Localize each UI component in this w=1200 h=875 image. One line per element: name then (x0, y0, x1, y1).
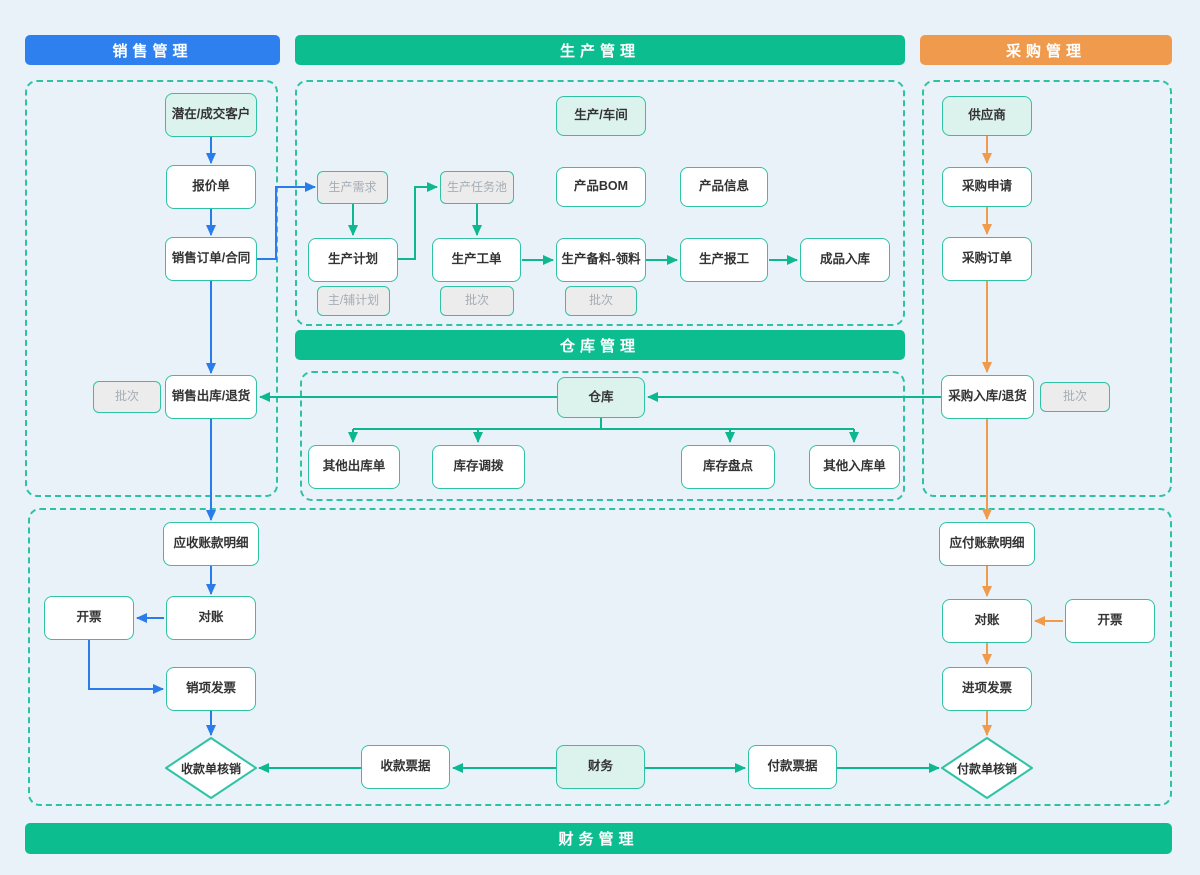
node-other-out[interactable]: 其他出库单 (308, 445, 400, 489)
node-batch-left[interactable]: 批次 (93, 381, 161, 413)
finance-group-area (28, 508, 1172, 806)
node-finished[interactable]: 成品入库 (800, 238, 890, 282)
purchase-group-area (922, 80, 1172, 497)
node-workshop[interactable]: 生产/车间 (556, 96, 646, 136)
node-customer[interactable]: 潜在/成交客户 (165, 93, 257, 137)
node-main-plan[interactable]: 主/辅计划 (317, 286, 390, 316)
warehouse-group-area (300, 371, 905, 501)
node-batch-a[interactable]: 批次 (440, 286, 514, 316)
node-quote[interactable]: 报价单 (166, 165, 256, 209)
node-batch-b[interactable]: 批次 (565, 286, 637, 316)
edge-invoice-salesinvoice (88, 640, 164, 694)
node-purchase-req[interactable]: 采购申请 (942, 167, 1032, 207)
edge-salesorder-demand (257, 182, 316, 260)
section-header-finance[interactable]: 财务管理 (25, 823, 1172, 854)
section-header-sales[interactable]: 销售管理 (25, 35, 280, 65)
node-transfer[interactable]: 库存调拨 (432, 445, 525, 489)
node-warehouse[interactable]: 仓库 (557, 377, 645, 418)
sales-group-area (25, 80, 278, 497)
node-bom[interactable]: 产品BOM (556, 167, 646, 207)
node-purchase-order[interactable]: 采购订单 (942, 237, 1032, 281)
node-receipt-note[interactable]: 收款票据 (361, 745, 450, 789)
receipt-verify-diamond[interactable] (165, 737, 257, 799)
node-sales-order[interactable]: 销售订单/合同 (165, 237, 257, 281)
node-recon-left[interactable]: 对账 (166, 596, 256, 640)
node-demand[interactable]: 生产需求 (317, 171, 388, 204)
node-sales-invoice[interactable]: 销项发票 (166, 667, 256, 711)
orange-edges (982, 136, 1063, 736)
node-materials[interactable]: 生产备料-领料 (556, 238, 646, 282)
node-receipt-verify-label[interactable]: 收款单核销 (180, 761, 241, 776)
blue-edges (88, 137, 316, 736)
node-batch-right[interactable]: 批次 (1040, 382, 1110, 412)
edge-plan-taskpool (398, 182, 438, 260)
node-ar-detail[interactable]: 应收账款明细 (163, 522, 259, 566)
node-recon-right[interactable]: 对账 (942, 599, 1032, 643)
node-purchase-in[interactable]: 采购入库/退货 (941, 375, 1034, 419)
node-purchase-invoice[interactable]: 进项发票 (942, 667, 1032, 711)
node-invoice-right[interactable]: 开票 (1065, 599, 1155, 643)
section-header-purchase[interactable]: 采购管理 (920, 35, 1172, 65)
section-header-warehouse[interactable]: 仓库管理 (295, 330, 905, 360)
node-stocktake[interactable]: 库存盘点 (681, 445, 775, 489)
node-work-order[interactable]: 生产工单 (432, 238, 521, 282)
green-edges (258, 182, 941, 773)
node-plan[interactable]: 生产计划 (308, 238, 398, 282)
node-sales-out[interactable]: 销售出库/退货 (165, 375, 257, 419)
node-product-info[interactable]: 产品信息 (680, 167, 768, 207)
production-group-area (295, 80, 905, 326)
node-finance[interactable]: 财务 (556, 745, 645, 789)
node-supplier[interactable]: 供应商 (942, 96, 1032, 136)
pay-verify-diamond[interactable] (941, 737, 1033, 799)
node-report[interactable]: 生产报工 (680, 238, 768, 282)
node-invoice-left[interactable]: 开票 (44, 596, 134, 640)
node-payment-note[interactable]: 付款票据 (748, 745, 837, 789)
node-other-in[interactable]: 其他入库单 (809, 445, 900, 489)
section-header-production[interactable]: 生产管理 (295, 35, 905, 65)
node-ap-detail[interactable]: 应付账款明细 (939, 522, 1035, 566)
node-taskpool[interactable]: 生产任务池 (440, 171, 514, 204)
node-pay-verify-label[interactable]: 付款单核销 (956, 761, 1017, 776)
